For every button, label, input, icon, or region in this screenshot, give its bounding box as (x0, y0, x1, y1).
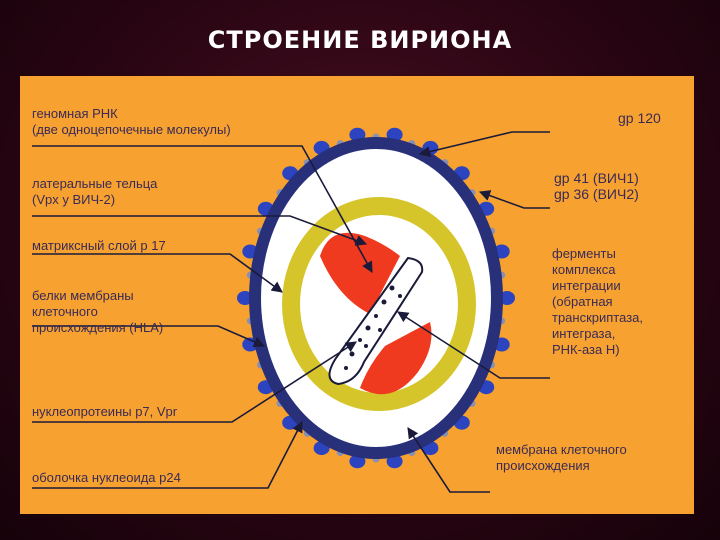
label-matrix-layer: матриксный слой р 17 (32, 238, 166, 254)
slide-title: СТРОЕНИЕ ВИРИОНА (0, 26, 720, 54)
label-nucleoproteins: нуклеопротеины р7, Vpr (32, 404, 177, 420)
label-gp41-gp36: gp 41 (ВИЧ1) gp 36 (ВИЧ2) (554, 170, 639, 202)
label-gp120: gp 120 (618, 110, 661, 126)
label-lateral-bodies: латеральные тельца (Vpx у ВИЧ-2) (32, 176, 157, 208)
label-genomic-rna: геномная РНК (две одноцепочечные молекул… (32, 106, 231, 138)
virion-diagram: геномная РНК (две одноцепочечные молекул… (20, 76, 694, 514)
label-nucleoid-shell: оболочка нуклеоида р24 (32, 470, 181, 486)
label-host-membrane-proteins: белки мембраны клеточного происхождения … (32, 288, 163, 336)
label-integration-enzymes: ферменты комплекса интеграции (обратная … (552, 246, 643, 358)
label-host-membrane: мембрана клеточного происхождения (496, 442, 627, 474)
